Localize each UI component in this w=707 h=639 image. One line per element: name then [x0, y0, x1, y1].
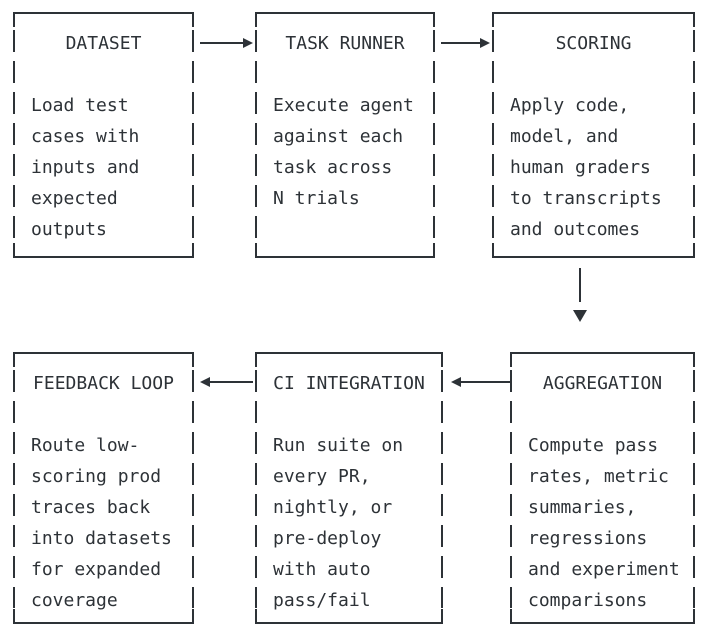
- node-scoring-description: Apply code, model, and human graders to …: [510, 95, 662, 240]
- arrow-aggregation-to-ci-integration-icon: [451, 377, 510, 387]
- node-ci-integration-title: CI INTEGRATION: [273, 373, 425, 394]
- arrow-task-runner-to-scoring-icon: [441, 38, 490, 48]
- node-scoring-title: SCORING: [555, 33, 632, 54]
- node-task-runner-title: TASK RUNNER: [285, 33, 405, 54]
- node-feedback-loop: FEEDBACK LOOP Route low- scoring prod tr…: [13, 352, 194, 624]
- box-left-edge: [255, 370, 257, 608]
- node-feedback-loop-title: FEEDBACK LOOP: [33, 373, 174, 394]
- box-right-edge: [693, 30, 695, 242]
- arrow-dataset-to-task-runner-icon: [200, 38, 253, 48]
- node-task-runner: TASK RUNNER Execute agent against each t…: [255, 12, 435, 258]
- box-left-edge: [510, 370, 512, 608]
- box-right-edge: [441, 370, 443, 608]
- node-aggregation-title: AGGREGATION: [542, 373, 663, 394]
- node-aggregation-description: Compute pass rates, metric summaries, re…: [528, 435, 680, 611]
- box-left-edge: [13, 30, 15, 242]
- node-dataset-description: Load test cases with inputs and expected…: [31, 95, 140, 240]
- arrow-scoring-to-aggregation-icon: [573, 268, 587, 322]
- node-task-runner-description: Execute agent against each task across N…: [273, 95, 414, 209]
- node-dataset: DATASET Load test cases with inputs and …: [13, 12, 194, 258]
- node-ci-integration: CI INTEGRATION Run suite on every PR, ni…: [255, 352, 443, 624]
- box-right-edge: [433, 30, 435, 242]
- box-right-edge: [693, 370, 695, 608]
- box-right-edge: [192, 30, 194, 242]
- node-scoring: SCORING Apply code, model, and human gra…: [492, 12, 695, 258]
- box-left-edge: [255, 30, 257, 242]
- box-right-edge: [192, 370, 194, 608]
- node-feedback-loop-description: Route low- scoring prod traces back into…: [31, 435, 172, 611]
- arrow-ci-integration-to-feedback-loop-icon: [200, 377, 253, 387]
- node-ci-integration-description: Run suite on every PR, nightly, or pre-d…: [273, 435, 404, 611]
- node-dataset-title: DATASET: [65, 33, 142, 54]
- box-left-edge: [13, 370, 15, 608]
- node-aggregation: AGGREGATION Compute pass rates, metric s…: [510, 352, 695, 624]
- box-left-edge: [492, 30, 494, 242]
